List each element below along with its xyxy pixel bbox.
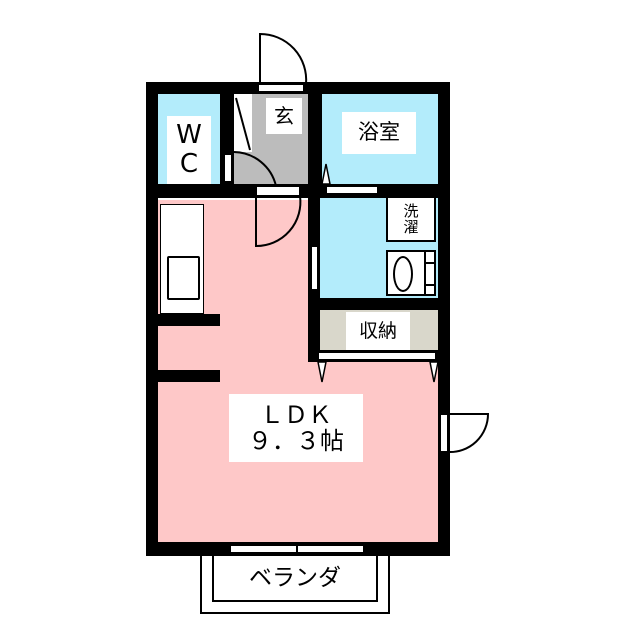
wash-door-gap — [311, 246, 318, 290]
ldk-door-gap — [256, 186, 300, 196]
side-door-gap — [440, 414, 448, 452]
basin-bowl-icon — [393, 256, 413, 292]
washing-machine: 洗 濯 — [386, 196, 436, 242]
wc-label: W C — [167, 116, 211, 184]
entrance-door-gap — [258, 84, 304, 92]
balcony-label: ベランダ — [222, 562, 368, 596]
ldk-label: ＬＤＫ ９．３帖 — [229, 394, 363, 462]
bathroom-label: 浴室 — [342, 112, 416, 154]
genkan-label: 玄 — [266, 98, 302, 134]
bath-door-gap — [326, 186, 378, 194]
storage-label: 収納 — [346, 312, 410, 350]
sink — [167, 256, 200, 300]
wall-left — [146, 82, 158, 556]
storage-door-gap — [318, 352, 436, 360]
